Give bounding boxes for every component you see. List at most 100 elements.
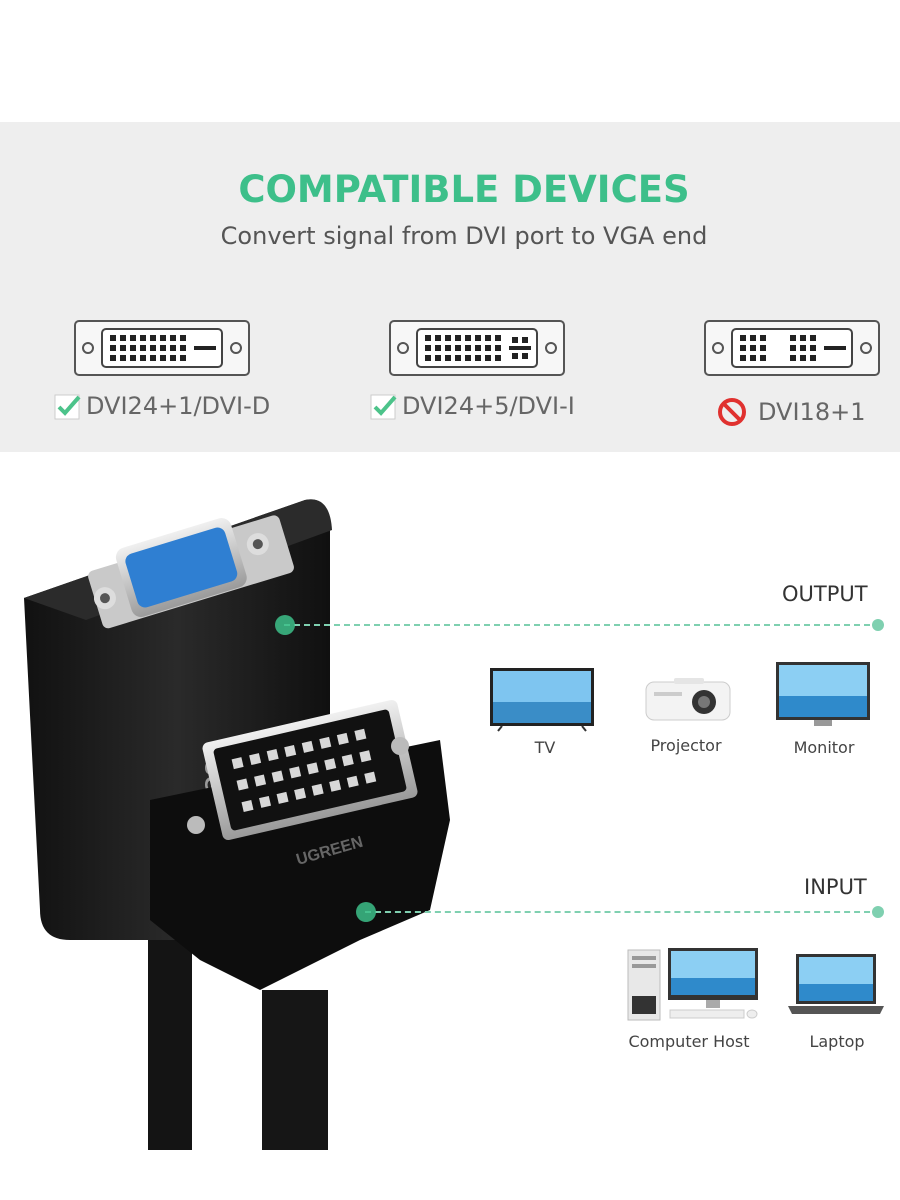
pin-hole [130,335,136,341]
pin-hole [810,335,816,341]
dvi-pin [231,757,244,770]
pin-hole [740,355,746,361]
pin-hole [435,335,441,341]
dvi-pin [294,787,307,800]
pin-hole [110,355,116,361]
dvi-pin [319,736,332,749]
computer-host-label: Computer Host [628,1032,750,1051]
pin-hole [465,355,471,361]
pin-hole [485,335,491,341]
pin-hole [475,335,481,341]
dvi-pin [329,779,342,792]
dvi-pin [364,771,377,784]
dvi-pin [266,749,279,762]
pin-hole [140,345,146,351]
dvi-pin [346,775,359,788]
pin-hole [445,335,451,341]
pin-hole [455,335,461,341]
pin-hole [455,355,461,361]
computer-host-icon [624,946,764,1022]
dvi-pin [289,766,302,779]
dvi-pin [236,778,249,791]
port-label-text: DVI24+1/DVI-D [86,392,271,420]
dvi-pin [324,758,337,771]
pin-hole [485,355,491,361]
projector-icon [644,672,732,724]
dvi-pin [301,740,314,753]
input-guide-line [365,911,880,915]
pin-hole [445,355,451,361]
compatibility-band [0,122,900,452]
dvi-pin [249,753,262,766]
dvi-pin [336,732,349,745]
pin-hole [760,355,766,361]
pin-hole [455,345,461,351]
pin-hole [740,345,746,351]
pin-hole [435,345,441,351]
dvi-pin [241,799,254,812]
pin-hole [790,335,796,341]
pin-hole [180,345,186,351]
pin-hole [810,355,816,361]
section-title: COMPATIBLE DEVICES [238,168,690,211]
dvi-d-port-diagram [74,320,250,376]
dvi-pin [311,783,324,796]
pin-hole [150,355,156,361]
dvi-i-port-diagram [389,320,565,376]
pin-hole [170,355,176,361]
pin-hole [750,355,756,361]
input-label: INPUT [804,875,867,899]
dvi-pin [259,795,272,808]
pin-hole [160,335,166,341]
pin-hole [495,355,501,361]
pin-hole [120,355,126,361]
port-label-text: DVI18+1 [758,398,866,426]
dvi-pin [254,774,267,787]
output-label: OUTPUT [782,582,868,606]
dvi-pin [276,791,289,804]
pin-hole [760,335,766,341]
pin-hole [445,345,451,351]
pin-hole [140,335,146,341]
pin-hole [150,345,156,351]
pin-hole [475,345,481,351]
pin-hole [425,345,431,351]
pin-hole [800,345,806,351]
check-icon [370,394,397,420]
pin-hole [110,345,116,351]
pin-hole [495,345,501,351]
pin-hole [790,355,796,361]
pin-hole [750,345,756,351]
dvi-to-vga-adapter-image: UGREEN UGREEN [0,490,470,1150]
laptop-label: Laptop [809,1032,865,1051]
pin-hole [140,355,146,361]
monitor-icon [774,660,872,728]
prohibited-icon [718,398,746,426]
pin-hole [800,355,806,361]
tv-icon [488,666,596,732]
pin-hole [150,335,156,341]
pin-hole [130,345,136,351]
dvi-pin [354,728,367,741]
output-end-dot [872,619,884,631]
pin-hole [760,345,766,351]
tv-label: TV [534,738,556,757]
dvi-pin [284,744,297,757]
monitor-label: Monitor [793,738,855,757]
pin-hole [120,335,126,341]
pin-hole [170,345,176,351]
output-marker-dot [275,615,295,635]
pin-hole [170,335,176,341]
dvi-pin [271,770,284,783]
port-label-dvi-18: DVI18+1 [716,396,865,428]
projector-label: Projector [650,736,722,755]
port-label-text: DVI24+5/DVI-I [402,392,575,420]
check-icon [54,394,81,420]
pin-hole [160,345,166,351]
pin-hole [435,355,441,361]
port-label-dvi-d: DVI24+1/DVI-D [54,392,270,420]
pin-hole [425,335,431,341]
pin-hole [740,335,746,341]
pin-hole [180,355,186,361]
pin-hole [790,345,796,351]
